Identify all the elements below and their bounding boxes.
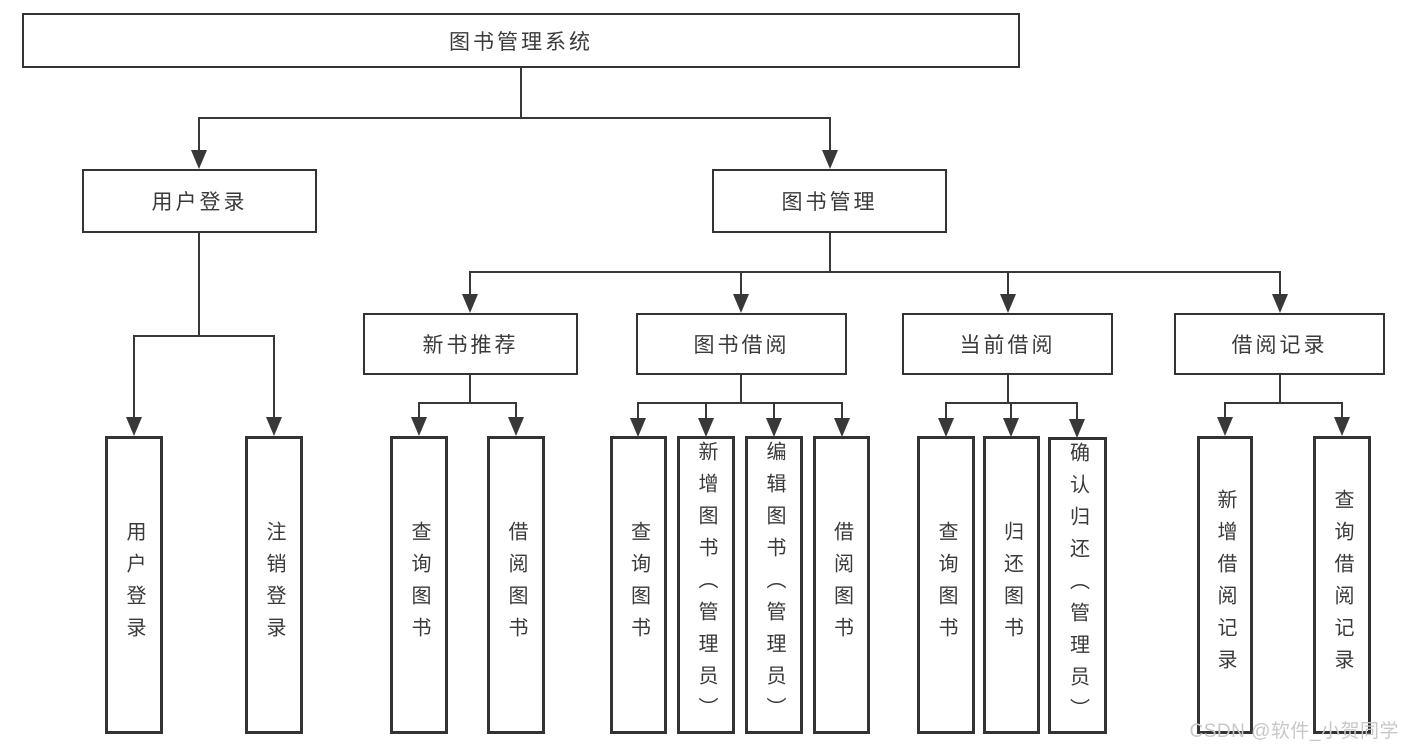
connector-arrow-stem xyxy=(469,272,471,297)
connector-arrow-stem xyxy=(740,272,742,297)
node-book-borrow-label: 图书借阅 xyxy=(693,334,790,357)
arrowhead-down-icon xyxy=(698,418,714,437)
connector-arrow-stem xyxy=(273,336,275,420)
connector-vline xyxy=(829,233,831,272)
connector-vline xyxy=(1007,375,1009,403)
leaf-borrow-books-recommend-label: 借阅图书 xyxy=(505,521,527,649)
connector-arrow-stem xyxy=(773,403,775,421)
leaf-query-books-current-label: 查询图书 xyxy=(935,521,957,649)
connector-hline xyxy=(418,402,517,404)
node-book-management: 图书管理 xyxy=(712,169,947,233)
node-current-borrow: 当前借阅 xyxy=(902,313,1113,375)
leaf-user-login-label: 用户登录 xyxy=(123,521,145,649)
arrowhead-down-icon xyxy=(462,294,478,313)
connector-arrow-stem xyxy=(418,403,420,420)
arrowhead-down-icon xyxy=(733,294,749,313)
leaf-query-books-borrow-label: 查询图书 xyxy=(627,521,650,649)
arrowhead-down-icon xyxy=(1272,294,1288,313)
arrowhead-down-icon xyxy=(938,418,954,437)
leaf-confirm-return-admin-label: 确认归还（管理员） xyxy=(1066,441,1089,730)
connector-arrow-stem xyxy=(1010,403,1012,421)
connector-hline xyxy=(133,335,275,337)
leaf-return-books-label: 归还图书 xyxy=(1000,521,1023,649)
leaf-edit-books-admin-label: 编辑图书（管理员） xyxy=(763,441,785,729)
connector-arrow-stem xyxy=(705,403,707,421)
arrowhead-down-icon xyxy=(1069,419,1085,438)
connector-arrow-stem xyxy=(1076,403,1078,422)
connector-arrow-stem xyxy=(637,403,639,421)
node-book-borrow: 图书借阅 xyxy=(636,313,847,375)
connector-vline xyxy=(469,375,471,403)
connector-vline xyxy=(198,233,200,336)
connector-arrow-stem xyxy=(515,403,517,420)
leaf-add-borrow-record-label: 新增借阅记录 xyxy=(1214,489,1236,681)
arrowhead-down-icon xyxy=(834,418,850,437)
arrowhead-down-icon xyxy=(1000,294,1016,313)
leaf-add-books-admin-label: 新增图书（管理员） xyxy=(695,441,717,729)
node-user-login-label: 用户登录 xyxy=(151,191,248,214)
leaf-borrow-books-2: 借阅图书 xyxy=(813,436,870,734)
connector-arrow-stem xyxy=(198,118,200,153)
connector-arrow-stem xyxy=(1341,403,1343,420)
leaf-query-borrow-record-label: 查询借阅记录 xyxy=(1331,489,1353,681)
connector-hline xyxy=(198,117,831,119)
connector-arrow-stem xyxy=(945,403,947,421)
arrowhead-down-icon xyxy=(508,417,524,436)
arrowhead-down-icon xyxy=(191,150,207,169)
leaf-confirm-return-admin: 确认归还（管理员） xyxy=(1048,437,1107,734)
leaf-borrow-books-recommend: 借阅图书 xyxy=(487,436,545,734)
arrowhead-down-icon xyxy=(1003,418,1019,437)
watermark-text: CSDN @软件_小贺同学 xyxy=(1189,721,1399,742)
connector-hline xyxy=(469,271,1281,273)
connector-arrow-stem xyxy=(1007,272,1009,297)
leaf-add-borrow-record: 新增借阅记录 xyxy=(1197,436,1253,734)
arrowhead-down-icon xyxy=(1334,417,1350,436)
leaf-query-books-recommend-label: 查询图书 xyxy=(408,521,430,649)
arrowhead-down-icon xyxy=(1217,417,1233,436)
node-root-label: 图书管理系统 xyxy=(449,30,593,54)
node-new-book-recommend-label: 新书推荐 xyxy=(422,334,519,357)
leaf-user-login: 用户登录 xyxy=(105,436,163,734)
arrowhead-down-icon xyxy=(266,417,282,436)
leaf-logout-label: 注销登录 xyxy=(263,521,285,649)
node-root: 图书管理系统 xyxy=(22,13,1020,68)
node-book-management-label: 图书管理 xyxy=(781,191,878,214)
connector-vline xyxy=(1279,375,1281,403)
connector-arrow-stem xyxy=(829,118,831,153)
leaf-query-borrow-record: 查询借阅记录 xyxy=(1313,436,1371,734)
leaf-borrow-books-2-label: 借阅图书 xyxy=(830,521,853,649)
connector-hline xyxy=(637,402,843,404)
leaf-edit-books-admin: 编辑图书（管理员） xyxy=(745,436,803,734)
leaf-query-books-current: 查询图书 xyxy=(917,436,975,734)
arrowhead-down-icon xyxy=(766,418,782,437)
connector-arrow-stem xyxy=(1224,403,1226,420)
arrowhead-down-icon xyxy=(126,417,142,436)
node-user-login: 用户登录 xyxy=(82,169,317,233)
arrowhead-down-icon xyxy=(822,150,838,169)
connector-hline xyxy=(1224,402,1343,404)
leaf-add-books-admin: 新增图书（管理员） xyxy=(677,436,735,734)
arrowhead-down-icon xyxy=(630,418,646,437)
connector-arrow-stem xyxy=(841,403,843,421)
leaf-query-books-recommend: 查询图书 xyxy=(390,436,448,734)
leaf-return-books: 归还图书 xyxy=(983,436,1040,734)
arrowhead-down-icon xyxy=(411,417,427,436)
connector-vline xyxy=(520,68,522,118)
connector-vline xyxy=(740,375,742,403)
leaf-logout: 注销登录 xyxy=(245,436,303,734)
node-borrow-records-label: 借阅记录 xyxy=(1231,334,1328,357)
node-borrow-records: 借阅记录 xyxy=(1174,313,1385,375)
leaf-query-books-borrow: 查询图书 xyxy=(610,436,667,734)
node-new-book-recommend: 新书推荐 xyxy=(363,313,578,375)
connector-arrow-stem xyxy=(1279,272,1281,297)
node-current-borrow-label: 当前借阅 xyxy=(959,334,1056,357)
connector-arrow-stem xyxy=(133,336,135,420)
